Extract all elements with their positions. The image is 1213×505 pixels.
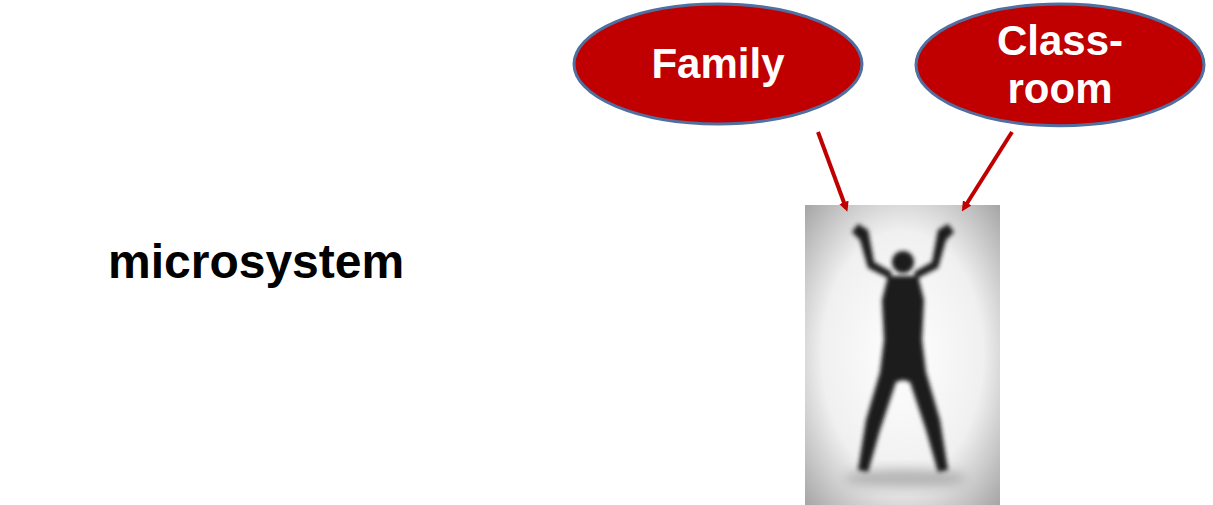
- node-label: Class- room: [985, 17, 1135, 114]
- person-photo: [805, 205, 1000, 505]
- silhouette: [852, 224, 954, 472]
- ellipse-shape: [916, 4, 1204, 126]
- node-label: Family: [651, 40, 784, 88]
- photo-ground: [805, 205, 1000, 505]
- influence-arrow: [818, 132, 846, 208]
- ellipse-shape: [574, 4, 862, 124]
- system-label: microsystem: [108, 234, 404, 289]
- influence-arrow: [964, 132, 1012, 208]
- ellipse-node: Family: [572, 2, 864, 126]
- floor-shadow: [845, 469, 965, 487]
- ellipse-node: Class- room: [914, 2, 1206, 128]
